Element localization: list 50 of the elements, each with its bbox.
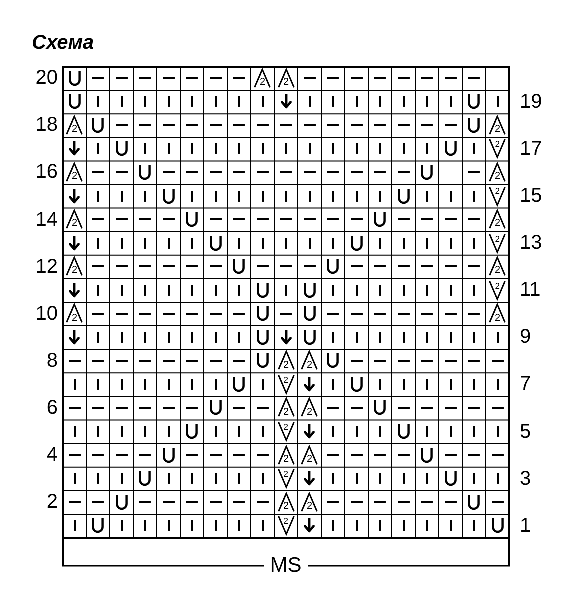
row-number: 20 [36, 67, 58, 90]
row-number: 9 [520, 326, 532, 348]
symbol-number: 2 [495, 314, 501, 324]
row-number: 12 [36, 256, 58, 278]
row-number: 3 [520, 468, 532, 490]
row-number: 7 [520, 373, 532, 396]
row-number: 15 [520, 185, 542, 208]
row-number: 4 [46, 444, 58, 466]
symbol-number: 2 [72, 266, 78, 276]
symbol-number: 2 [495, 282, 500, 291]
symbol-number: 2 [72, 314, 78, 324]
symbol-number: 2 [72, 125, 78, 136]
row-number: 2 [46, 491, 58, 514]
symbol-number: 2 [307, 454, 313, 465]
symbol-number: 2 [495, 234, 500, 244]
row-number: 17 [520, 138, 542, 160]
symbol-number: 2 [284, 360, 290, 371]
row-number: 11 [520, 279, 541, 302]
symbol-number: 2 [284, 470, 288, 480]
symbol-number: 2 [307, 408, 313, 418]
symbol-number: 2 [495, 172, 501, 182]
row-number: 10 [36, 302, 58, 325]
symbol-number: 2 [284, 422, 288, 432]
symbol-number: 2 [284, 408, 290, 418]
symbol-number: 2 [260, 78, 266, 88]
row-number: 8 [46, 350, 58, 372]
symbol-number: 2 [284, 376, 288, 385]
symbol-number: 2 [307, 502, 313, 512]
symbol-number: 2 [72, 219, 78, 230]
symbol-number: 2 [495, 219, 501, 230]
symbol-number: 2 [495, 187, 500, 196]
symbol-number: 2 [284, 502, 290, 512]
row-number: 16 [36, 161, 58, 184]
repeat-label: MS [270, 554, 302, 578]
row-number: 1 [520, 514, 532, 537]
row-number: 19 [520, 90, 542, 113]
symbol-number: 2 [284, 78, 290, 88]
row-number: 5 [520, 420, 532, 443]
chart-title: Схема [32, 32, 94, 54]
symbol-number: 2 [307, 360, 313, 371]
symbol-number: 2 [495, 140, 500, 150]
symbol-number: 2 [284, 454, 290, 465]
row-number: 14 [36, 208, 58, 231]
row-number: 13 [520, 232, 542, 254]
row-number: 6 [46, 396, 58, 419]
symbol-number: 2 [284, 517, 288, 526]
row-number: 18 [36, 114, 58, 136]
symbol-number: 2 [495, 125, 501, 136]
symbol-number: 2 [495, 266, 501, 276]
symbol-number: 2 [72, 172, 78, 182]
